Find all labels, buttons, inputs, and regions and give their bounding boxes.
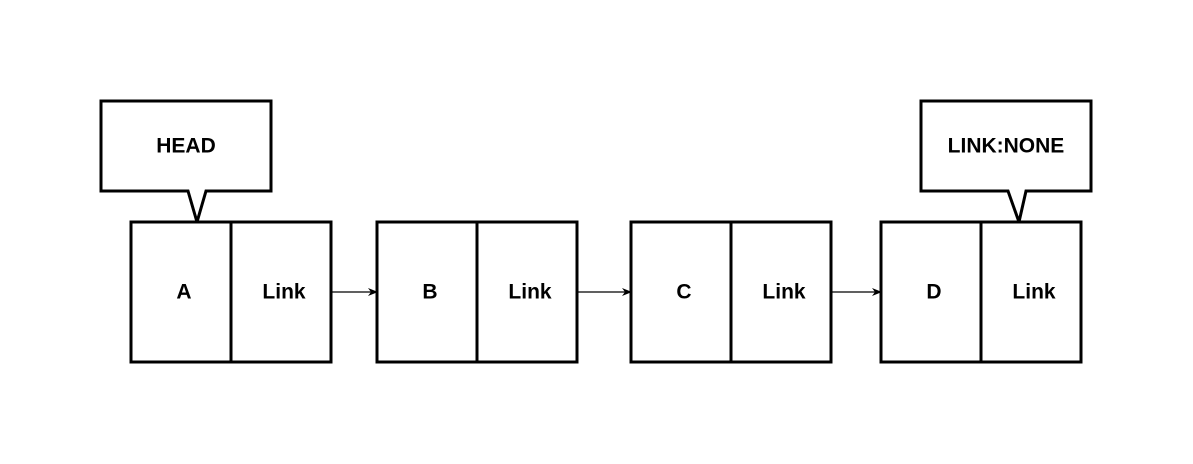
node-a-value-text: A — [176, 281, 191, 304]
node-d-link-cell — [979, 220, 1083, 364]
node-a-link-text: Link — [262, 281, 305, 304]
tail-callout: LINK:NONE — [919, 99, 1093, 228]
node-c-link-text: Link — [762, 281, 805, 304]
node-b-value-cell — [375, 220, 479, 364]
tail-callout-shape — [919, 99, 1093, 228]
tail-callout-text: LINK:NONE — [948, 135, 1065, 158]
node-b-link-cell — [475, 220, 579, 364]
node-d-value-cell — [879, 220, 983, 364]
node-d-link-text: Link — [1012, 281, 1055, 304]
node-b-value-text: B — [422, 281, 437, 304]
node-c-link-cell — [729, 220, 833, 364]
node-d-value-text: D — [926, 281, 941, 304]
list-node-c: C Link — [629, 220, 833, 364]
list-node-a: A Link — [129, 220, 333, 364]
node-a-value-cell — [129, 220, 233, 364]
node-b-link-text: Link — [508, 281, 551, 304]
list-node-b: B Link — [375, 220, 579, 364]
head-callout: HEAD — [99, 99, 273, 228]
list-node-d: D Link — [879, 220, 1083, 364]
node-c-value-cell — [629, 220, 733, 364]
head-callout-shape — [99, 99, 273, 228]
node-c-value-text: C — [676, 281, 691, 304]
node-a-link-cell — [229, 220, 333, 364]
head-callout-text: HEAD — [156, 135, 216, 158]
